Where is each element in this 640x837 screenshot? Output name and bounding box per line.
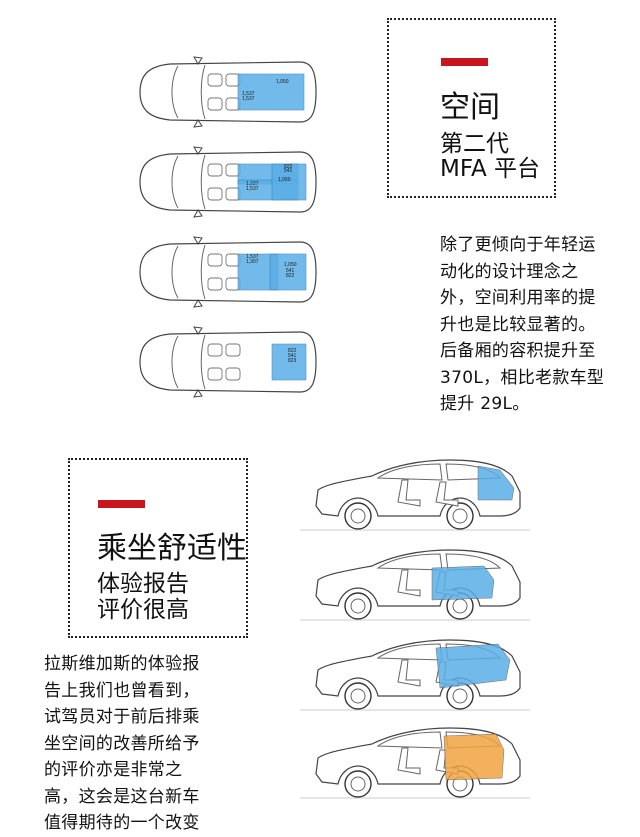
text-line: 370L，相比老款车型 [440, 367, 605, 388]
text-line: 高，这会是这台新车 [44, 786, 200, 807]
dimension-label: 1,050 [276, 79, 289, 85]
dimension-label: 1,537 [242, 91, 255, 97]
space-title: 空间 [440, 90, 500, 125]
dimension-label: 1,537 [246, 254, 259, 260]
dimension-label: 541 [286, 268, 295, 274]
text-line: 告上我们也曾看到， [44, 680, 200, 701]
side-view-car-diagram [300, 459, 530, 531]
comfort-subtitle-1: 体验报告 [97, 571, 189, 597]
text-line: 后备厢的容积提升至 [440, 341, 596, 361]
text-line: 试驾员对于前后排乘 [44, 707, 200, 727]
dimension-label: 1,050 [278, 177, 291, 183]
text-line: 升也是比较显著的。 [440, 314, 596, 335]
dimension-label: 1,227 [246, 181, 259, 187]
dimension-label: 1,537 [242, 96, 255, 102]
side-view-car-diagram [300, 549, 530, 621]
side-view-car-diagram [300, 727, 530, 799]
dimension-label: 1,050 [284, 262, 297, 268]
comfort-subtitle-2: 评价很高 [97, 597, 189, 623]
comfort-body-text: 拉斯维加斯的体验报 告上我们也曾看到， 试驾员对于前后排乘 坐空间的改善所给予 … [44, 651, 200, 837]
text-line: 坐空间的改善所给予 [44, 733, 200, 754]
text-line: 除了更倾向于年轻运 [440, 235, 596, 255]
dimension-label: 823 [288, 358, 297, 364]
dimension-label: 541 [284, 168, 293, 174]
dimension-label: 541 [288, 353, 297, 359]
text-line: 值得期待的一个改变 [44, 813, 200, 833]
comfort-accent-bar [98, 500, 145, 508]
text-line: 外，空间利用率的提 [440, 288, 596, 308]
space-body-text: 除了更倾向于年轻运 动化的设计理念之 外，空间利用率的提 升也是比较显著的。 后… [440, 232, 604, 418]
text-line: 提升 29L。 [440, 394, 530, 414]
comfort-header-box [68, 458, 248, 638]
space-accent-bar [441, 58, 488, 66]
text-line: 的评价亦是非常之 [44, 760, 183, 780]
side-view-car-diagram [300, 639, 530, 711]
comfort-title: 乘坐舒适性 [97, 531, 247, 566]
dimension-label: 822 [288, 348, 297, 354]
dimension-label: 822 [284, 164, 293, 170]
space-subtitle-2: MFA 平台 [440, 156, 541, 182]
dimension-label: 1,537 [246, 186, 259, 192]
space-subtitle-1: 第二代 [440, 131, 509, 157]
dimension-label: 1,307 [246, 259, 259, 265]
dimension-label: 822 [286, 273, 295, 279]
space-header-box [387, 18, 556, 198]
text-line: 动化的设计理念之 [440, 261, 579, 282]
text-line: 拉斯维加斯的体验报 [44, 654, 200, 674]
